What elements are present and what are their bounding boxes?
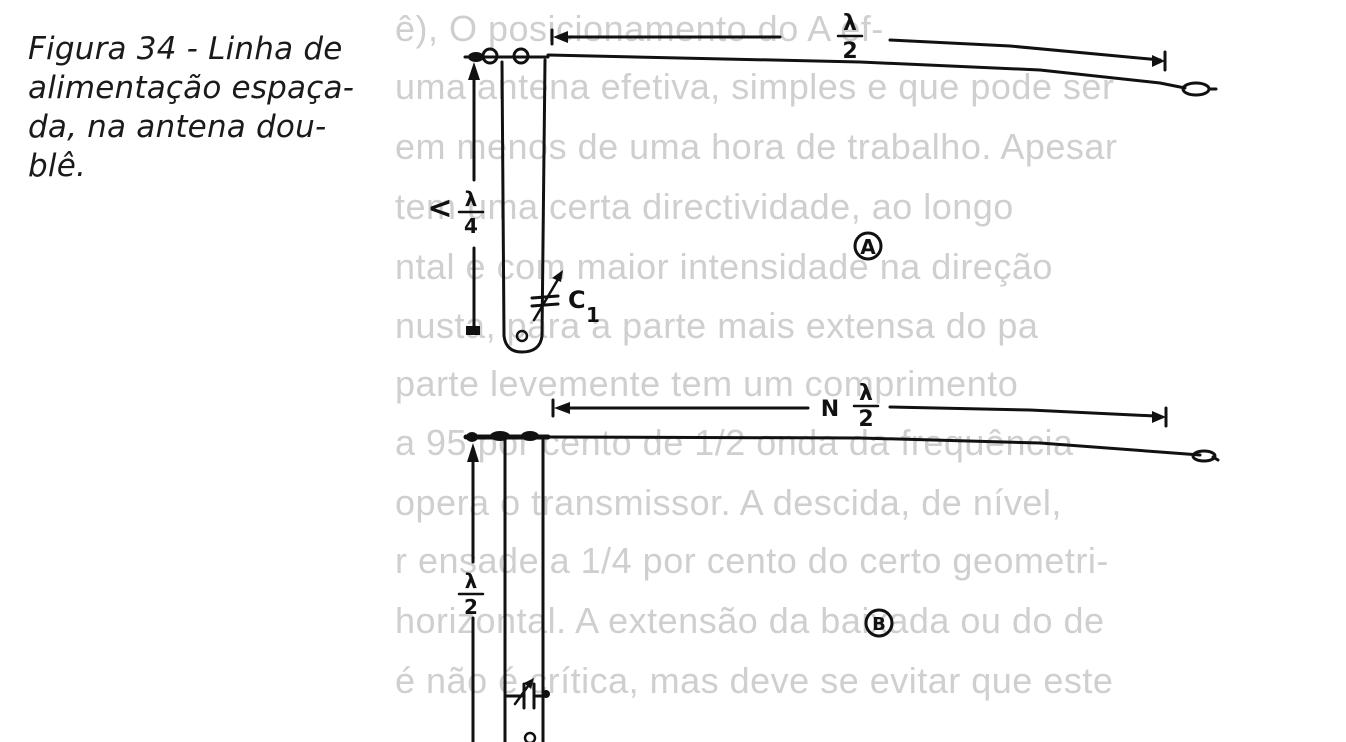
bleed-line: ê), O posicionamento do A ef- <box>395 8 884 49</box>
capacitor-b <box>503 678 550 710</box>
span-label-a-den: 2 <box>842 39 857 64</box>
insulator-left-a <box>463 47 550 65</box>
marker-b: B <box>872 614 886 635</box>
bleed-line: tem uma certa directividade, ao longo <box>395 186 1014 227</box>
side-dimension-a <box>466 62 480 335</box>
span-label-a-num: λ <box>843 11 857 36</box>
feeder-line-a <box>500 58 547 354</box>
bleed-line: a 95 por cento de 1/2 onda da frequência <box>395 422 1074 463</box>
span-label-b-num: λ <box>859 381 873 406</box>
antenna-wire-a <box>546 53 1187 90</box>
diagram-b: N λ 2 λ 2 B <box>457 381 1220 742</box>
span-dimension-b <box>551 398 1168 428</box>
capacitor-c1-label: C <box>568 286 586 314</box>
bleed-line: em menos de uma hora de trabalho. Apesar <box>395 126 1118 167</box>
span-label-b-prefix: N <box>821 397 839 422</box>
bleed-line: r ensade a 1/4 por cento do certo geomet… <box>395 540 1109 581</box>
bleed-line: horizontal. A extensão da baixada ou do … <box>395 600 1105 641</box>
side-label-a-den: 4 <box>464 214 478 238</box>
marker-circle-b <box>864 608 894 638</box>
marker-circle-a <box>853 231 883 261</box>
side-label-a-num: λ <box>465 187 478 211</box>
bleed-line: parte levemente tem um comprimento <box>395 363 1019 404</box>
marker-a: A <box>860 235 876 259</box>
side-dimension-b <box>464 435 482 742</box>
caption-line: blê. <box>28 148 87 184</box>
bleed-line: é não é crítica, mas deve se evitar que … <box>395 660 1114 701</box>
span-label-b-den: 2 <box>858 407 873 432</box>
side-label-b-den: 2 <box>464 595 478 619</box>
capacitor-c1-subscript: 1 <box>586 303 600 327</box>
caption-line: alimentação espaça- <box>28 70 355 106</box>
antenna-wire-b <box>546 435 1202 457</box>
side-label-a-prefix: < <box>427 191 452 226</box>
caption-line: Figura 34 - Linha de <box>28 31 343 67</box>
side-label-b-num: λ <box>465 569 478 593</box>
insulator-right-b <box>1191 449 1220 463</box>
bleed-line: nusta, para a parte mais extensa do pa <box>395 305 1039 346</box>
span-dimension-a <box>550 28 1167 72</box>
caption-line: da, na antena dou- <box>28 109 327 145</box>
bleed-line: uma antena efetiva, simples e que pode s… <box>395 66 1115 107</box>
insulator-right-a <box>1181 81 1218 97</box>
diagram-a: λ 2 C 1 < λ 4 A <box>427 11 1218 354</box>
capacitor-c1 <box>530 270 563 322</box>
figure-caption: Figura 34 - Linha de alimentação espaça-… <box>28 30 398 186</box>
